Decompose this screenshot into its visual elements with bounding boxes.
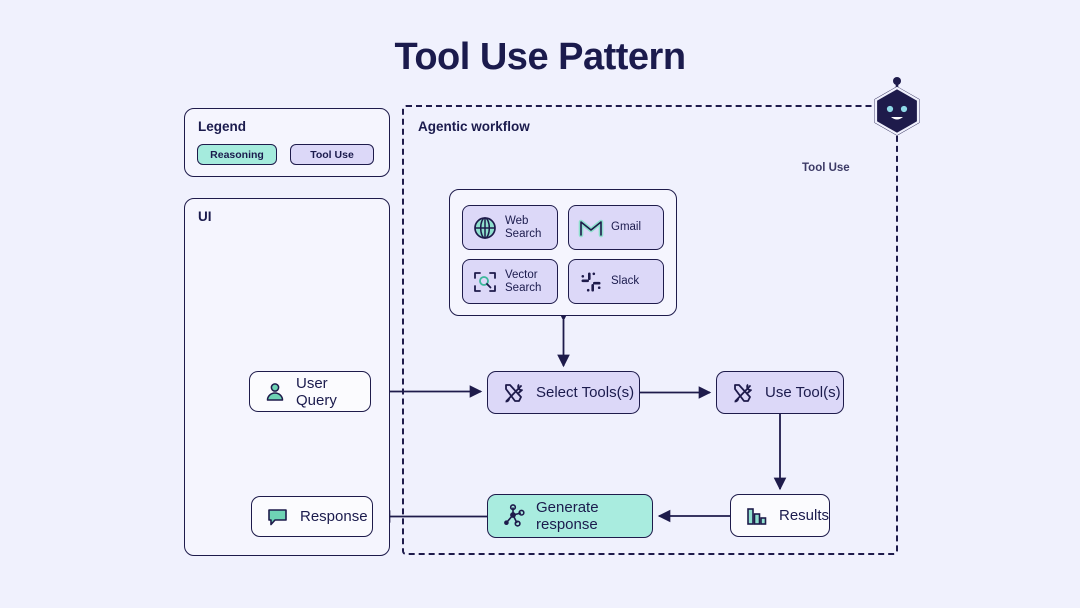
legend-panel [184,108,390,177]
tool-card-gmail[interactable]: Gmail [568,205,664,250]
tools-icon [502,381,526,405]
node-label: User Query [296,374,337,409]
node-select-tools[interactable]: Select Tools(s) [487,371,640,414]
chat-bubble-icon [266,506,290,528]
legend-chip-reasoning: Reasoning [197,144,277,165]
slack-icon [578,269,604,295]
node-label: Results [779,507,830,524]
globe-icon [472,215,498,241]
network-icon [502,504,526,528]
page-title: Tool Use Pattern [394,36,686,78]
agentic-workflow-panel [402,105,898,555]
node-label: Generate response [536,499,599,533]
node-label: Response [300,508,368,525]
node-user-query[interactable]: User Query [249,371,371,412]
tool-card-label: Gmail [611,221,642,233]
tool-card-vector-search[interactable]: Vector Search [462,259,558,304]
ui-panel-title: UI [198,209,212,224]
tool-use-label: Tool Use [802,162,850,174]
user-icon [264,381,286,403]
tool-card-label: Slack [611,275,640,287]
node-use-tools[interactable]: Use Tool(s) [716,371,844,414]
bar-chart-icon [745,505,769,527]
agentic-workflow-title: Agentic workflow [418,119,530,134]
tools-icon [731,381,755,405]
tool-card-web-search[interactable]: Web Search [462,205,558,250]
node-label: Use Tool(s) [765,384,841,401]
vector-search-icon [472,269,498,295]
node-generate-response[interactable]: Generate response [487,494,653,538]
node-label: Select Tools(s) [536,384,635,401]
gmail-icon [578,215,604,241]
tool-card-slack[interactable]: Slack [568,259,664,304]
node-response[interactable]: Response [251,496,373,537]
tool-card-label: Web Search [505,214,542,240]
legend-chip-tool-use: Tool Use [290,144,374,165]
robot-head-icon [864,76,930,142]
legend-title: Legend [198,119,247,134]
node-results[interactable]: Results [730,494,830,537]
tool-card-label: Vector Search [505,268,542,294]
